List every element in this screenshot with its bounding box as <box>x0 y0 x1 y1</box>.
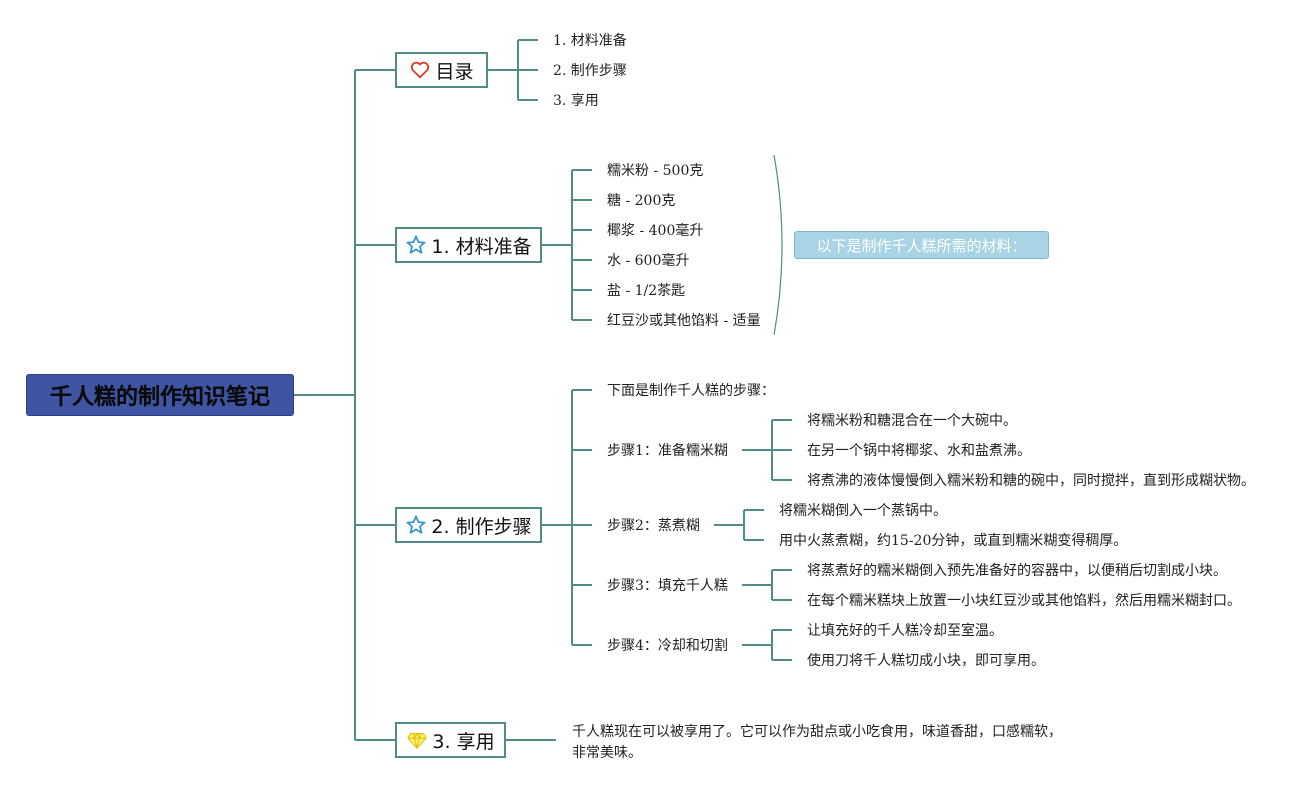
step-item[interactable]: 将糯米糊倒入一个蒸锅中。 <box>779 503 947 519</box>
root-topic[interactable]: 千人糕的制作知识笔记 <box>26 374 294 416</box>
material-item[interactable]: 红豆沙或其他馅料 - 适量 <box>607 313 761 329</box>
enjoy-text-line: 非常美味。 <box>572 745 642 761</box>
toc-item[interactable]: 2. 制作步骤 <box>553 63 627 79</box>
material-item[interactable]: 盐 - 1/2茶匙 <box>607 283 686 299</box>
steps-intro[interactable]: 下面是制作千人糕的步骤： <box>607 383 775 399</box>
topic-steps-label: 2. 制作步骤 <box>431 515 532 538</box>
materials-summary[interactable]: 以下是制作千人糕所需的材料： <box>794 231 1049 259</box>
material-item[interactable]: 糯米粉 - 500克 <box>607 163 704 179</box>
step-item[interactable]: 用中火蒸煮糊，约15-20分钟，或直到糯米糊变得稠厚。 <box>779 533 1128 549</box>
heart-icon <box>409 59 431 81</box>
topic-enjoy[interactable]: 3. 享用 <box>395 722 506 758</box>
step-item[interactable]: 将糯米粉和糖混合在一个大碗中。 <box>807 413 1017 429</box>
topic-materials[interactable]: 1. 材料准备 <box>395 227 542 263</box>
step-item[interactable]: 在每个糯米糕块上放置一小块红豆沙或其他馅料，然后用糯米糊封口。 <box>807 593 1241 609</box>
step-item[interactable]: 在另一个锅中将椰浆、水和盐煮沸。 <box>807 443 1031 459</box>
topic-steps[interactable]: 2. 制作步骤 <box>395 507 542 543</box>
star-icon <box>405 514 427 536</box>
topic-materials-label: 1. 材料准备 <box>431 235 532 258</box>
enjoy-text[interactable]: 千人糕现在可以被享用了。它可以作为甜点或小吃食用，味道香甜，口感糯软， 非常美味… <box>572 722 1072 764</box>
material-item[interactable]: 椰浆 - 400毫升 <box>607 223 704 239</box>
step-title[interactable]: 步骤4：冷却和切割 <box>607 638 728 654</box>
step-title[interactable]: 步骤2：蒸煮糊 <box>607 518 700 534</box>
topic-toc[interactable]: 目录 <box>395 52 488 88</box>
topic-toc-label: 目录 <box>435 60 474 83</box>
material-item[interactable]: 水 - 600毫升 <box>607 253 690 269</box>
summary-brace <box>773 154 783 336</box>
step-item[interactable]: 使用刀将千人糕切成小块，即可享用。 <box>807 653 1045 669</box>
star-icon <box>405 234 427 256</box>
material-item[interactable]: 糖 - 200克 <box>607 193 676 209</box>
step-title[interactable]: 步骤1：准备糯米糊 <box>607 443 728 459</box>
enjoy-text-line: 千人糕现在可以被享用了。它可以作为甜点或小吃食用，味道香甜，口感糯软， <box>572 724 1062 740</box>
step-item[interactable]: 将蒸煮好的糯米糊倒入预先准备好的容器中，以便稍后切割成小块。 <box>807 563 1227 579</box>
materials-summary-text: 以下是制作千人糕所需的材料： <box>816 236 1027 255</box>
diamond-icon <box>406 729 428 751</box>
step-item[interactable]: 将煮沸的液体慢慢倒入糯米粉和糖的碗中，同时搅拌，直到形成糊状物。 <box>807 473 1255 489</box>
step-item[interactable]: 让填充好的千人糕冷却至室温。 <box>807 623 1003 639</box>
toc-item[interactable]: 3. 享用 <box>553 93 599 109</box>
topic-enjoy-label: 3. 享用 <box>432 730 495 753</box>
root-title: 千人糕的制作知识笔记 <box>49 385 270 410</box>
step-title[interactable]: 步骤3：填充千人糕 <box>607 578 728 594</box>
toc-item[interactable]: 1. 材料准备 <box>553 33 627 49</box>
